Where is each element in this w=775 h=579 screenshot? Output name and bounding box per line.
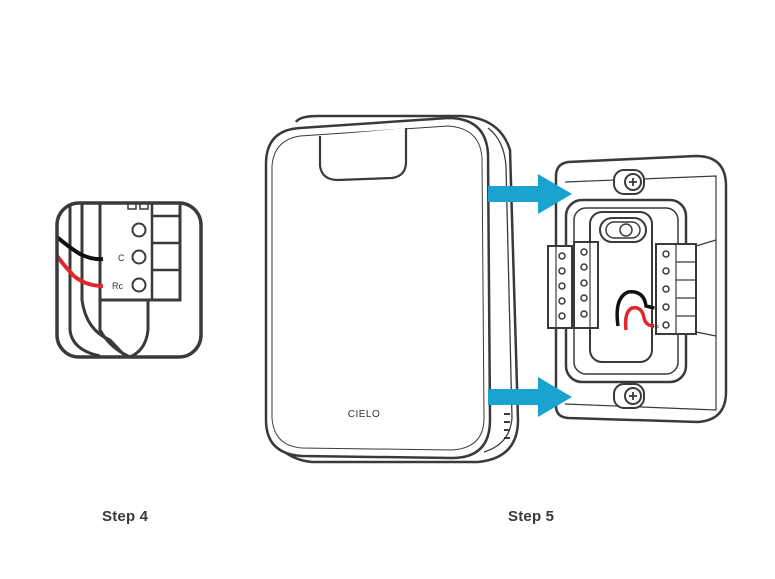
screw-icon — [613, 383, 645, 409]
terminal-screw-c — [131, 249, 147, 265]
terminal-screw — [131, 222, 147, 238]
screw-icon — [613, 169, 645, 195]
terminal-label-c: C — [654, 306, 658, 312]
wire-black — [615, 290, 655, 327]
step4-wiring-closeup: C Rc — [55, 201, 203, 359]
wire-black — [57, 235, 104, 262]
step5-cielo-device: CIELO — [264, 114, 520, 464]
wire-red — [623, 305, 655, 331]
terminal-label-c: C — [118, 253, 125, 263]
wire-red — [57, 254, 104, 288]
step5-wall-plate: C Rc — [547, 154, 728, 424]
terminal-label-rc: Rc — [653, 324, 660, 330]
step-5-label: Step 5 — [508, 508, 555, 525]
brand-logo: CIELO — [348, 409, 381, 420]
terminal-label-rc: Rc — [112, 281, 123, 291]
arrow-right-icon — [488, 377, 572, 417]
step-4-label: Step 4 — [102, 508, 149, 525]
terminal-screw-rc — [131, 277, 147, 293]
arrow-right-icon — [488, 174, 572, 214]
